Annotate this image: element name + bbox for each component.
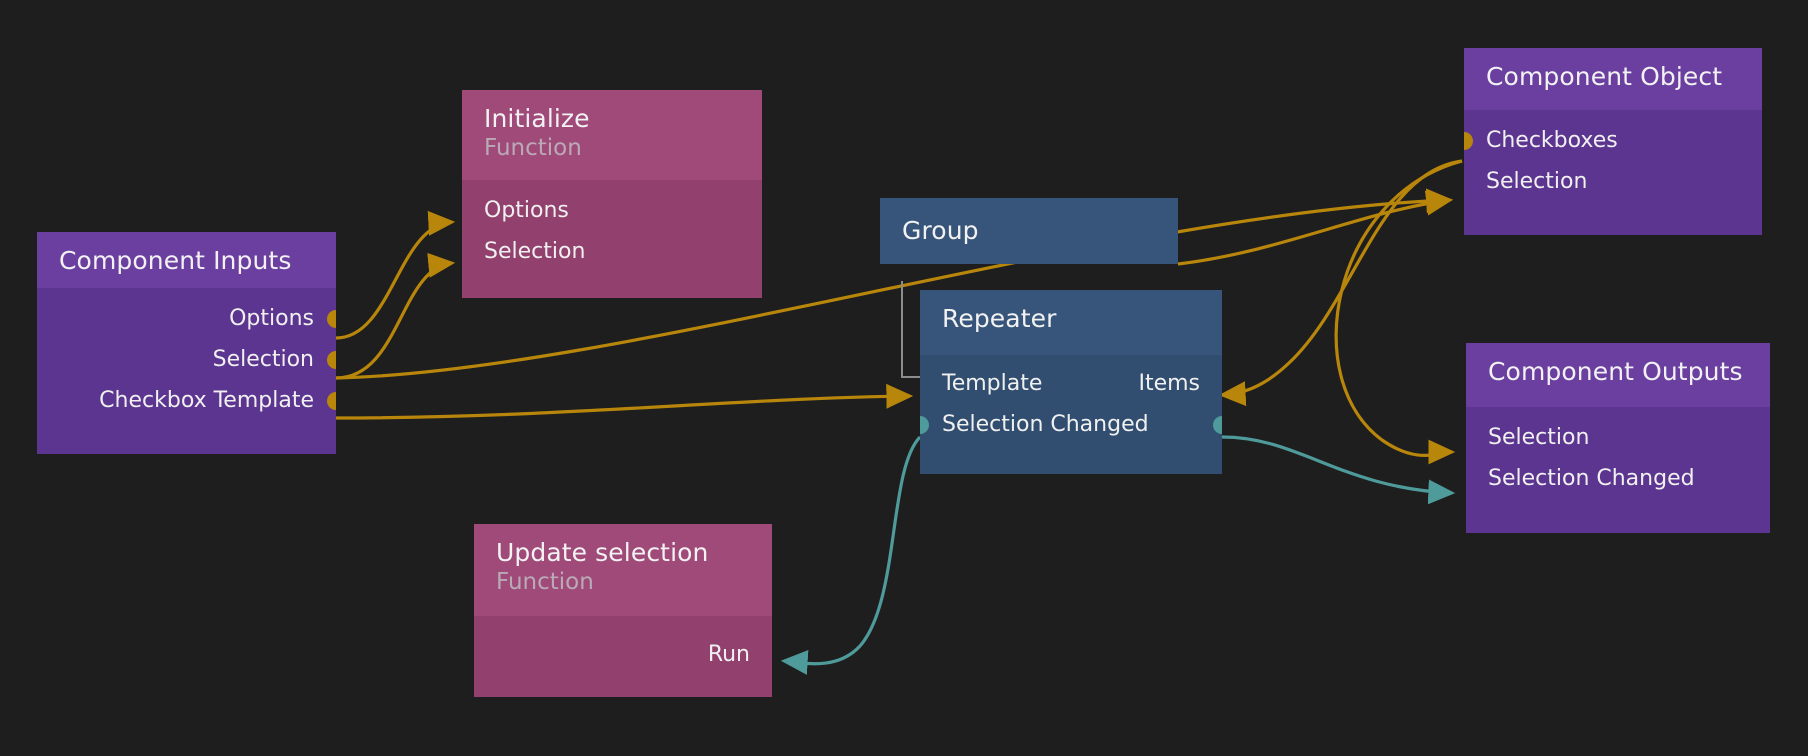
port-label-items: Items [1138, 370, 1200, 396]
node-header: Initialize Function [462, 90, 762, 180]
port-label: Selection [1486, 168, 1588, 194]
node-title: Update selection [496, 538, 709, 567]
edge-inputs-options-to-initialize-options [335, 210, 456, 340]
port-label: Options [484, 197, 569, 223]
node-title: Component Inputs [59, 246, 292, 275]
edge-repeater-changed-to-update-run [780, 435, 922, 675]
port-row-run[interactable]: Run [474, 634, 772, 675]
node-group[interactable]: Group [880, 198, 1178, 264]
edge-object-checkboxes-to-outputs-selection-2 [1334, 159, 1463, 465]
group-child-bracket [901, 281, 921, 378]
node-update-selection[interactable]: Update selection Function Run [474, 524, 772, 697]
port-row-template-items[interactable]: Template Items [920, 363, 1222, 404]
port-label: Options [229, 305, 314, 331]
node-title: Component Object [1486, 62, 1723, 91]
node-body: Checkboxes Selection [1464, 110, 1762, 216]
port-dot-icon[interactable] [1464, 131, 1473, 150]
node-body: Run [474, 616, 772, 689]
node-repeater[interactable]: Repeater Template Items Selection Change… [920, 290, 1222, 474]
port-row-selection[interactable]: Selection [1464, 161, 1762, 202]
node-header: Repeater [920, 290, 1222, 355]
edge-group-to-object-selection [1177, 190, 1454, 266]
port-row-selection[interactable]: Selection [37, 339, 336, 380]
port-dot-icon[interactable] [327, 391, 336, 410]
node-header: Update selection Function [474, 524, 772, 616]
port-label: Run [707, 641, 750, 667]
port-dot-icon[interactable] [327, 350, 336, 369]
node-header: Group [880, 198, 1178, 264]
edge-object-checkboxes-to-repeater-items [1218, 159, 1463, 407]
node-component-inputs[interactable]: Component Inputs Options Selection Check… [37, 232, 336, 454]
node-component-outputs[interactable]: Component Outputs Selection Selection Ch… [1466, 343, 1770, 533]
port-label: Selection [212, 346, 314, 372]
node-initialize[interactable]: Initialize Function Options Selection [462, 90, 762, 298]
node-body: Options Selection [462, 180, 762, 286]
port-row-options[interactable]: Options [462, 190, 762, 231]
node-body: Selection Selection Changed [1466, 407, 1770, 513]
port-label: Selection [1488, 424, 1590, 450]
port-row-checkboxes[interactable]: Checkboxes [1464, 120, 1762, 161]
port-label-template: Template [942, 370, 1043, 396]
port-label: Checkboxes [1486, 127, 1618, 153]
port-dot-icon-out[interactable] [1213, 415, 1222, 434]
node-header: Component Object [1464, 48, 1762, 110]
node-header: Component Inputs [37, 232, 336, 288]
port-row-selection-changed[interactable]: Selection Changed [920, 404, 1222, 445]
node-body: Options Selection Checkbox Template [37, 288, 336, 435]
port-row-selection[interactable]: Selection [1466, 417, 1770, 458]
port-label: Selection [484, 238, 586, 264]
node-header: Component Outputs [1466, 343, 1770, 407]
edge-inputs-template-to-repeater-template [335, 383, 914, 420]
node-title: Repeater [942, 304, 1057, 333]
node-component-object[interactable]: Component Object Checkboxes Selection [1464, 48, 1762, 235]
node-subtitle: Function [496, 568, 594, 595]
port-row-selection[interactable]: Selection [462, 231, 762, 272]
node-title: Group [902, 216, 979, 246]
port-dot-icon[interactable] [327, 309, 336, 328]
port-row-options[interactable]: Options [37, 298, 336, 339]
edge-repeater-changed-to-outputs-changed [1221, 435, 1456, 505]
edge-inputs-selection-to-initialize-selection [335, 252, 456, 380]
port-row-selection-changed[interactable]: Selection Changed [1466, 458, 1770, 499]
node-subtitle: Function [484, 134, 582, 161]
node-title: Component Outputs [1488, 357, 1743, 386]
port-label: Selection Changed [942, 411, 1149, 437]
port-row-checkbox-template[interactable]: Checkbox Template [37, 380, 336, 421]
port-dot-icon-in[interactable] [920, 415, 929, 434]
port-label: Selection Changed [1488, 465, 1695, 491]
node-title: Initialize [484, 104, 590, 133]
port-label: Checkbox Template [99, 387, 314, 413]
node-body: Template Items Selection Changed [920, 355, 1222, 459]
